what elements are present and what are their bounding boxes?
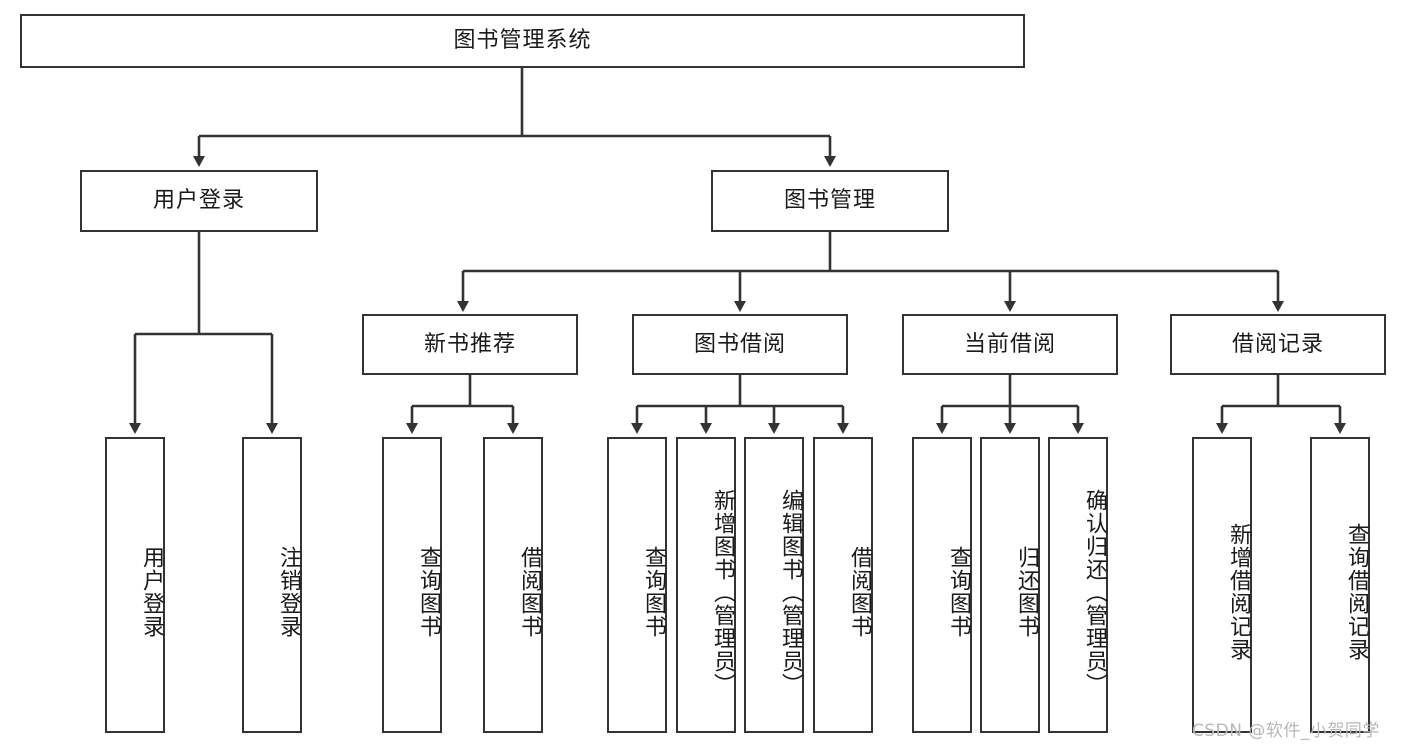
node-label: 借阅图书 [517,546,542,638]
node-book-management[interactable]: 图书管理 [711,170,949,232]
node-label: 新书推荐 [423,331,516,357]
csdn-watermark: CSDN @软件_小贺同学 [1192,721,1380,741]
node-book-management-system[interactable]: 图书管理系统 [20,14,1025,68]
node-label: 借阅图书 [847,546,872,638]
node-leaf-borrow-book-1[interactable]: 借阅图书 [483,437,543,733]
node-label: 查询图书 [416,546,441,638]
node-leaf-confirm-return[interactable]: 确认归还（管理员） [1048,437,1108,733]
node-label: 查询图书 [641,546,666,638]
node-label: 新增借阅记录 [1226,523,1251,661]
node-book-borrow[interactable]: 图书借阅 [632,314,848,375]
node-label: 确认归还（管理员） [1082,488,1107,696]
node-label: 借阅记录 [1231,331,1324,357]
node-label: 图书管理 [783,188,876,213]
node-label: 当前借阅 [963,331,1056,357]
node-new-book-recommend[interactable]: 新书推荐 [362,314,578,375]
node-leaf-add-record[interactable]: 新增借阅记录 [1192,437,1252,733]
node-label: 查询图书 [946,546,971,638]
node-label: 编辑图书（管理员） [778,488,803,696]
node-leaf-logout-login[interactable]: 注销登录 [242,437,302,733]
node-leaf-borrow-book-2[interactable]: 借阅图书 [813,437,873,733]
node-leaf-query-book-3[interactable]: 查询图书 [912,437,972,733]
node-label: 图书管理系统 [453,28,592,53]
node-label: 新增图书（管理员） [710,488,735,696]
node-label: 用户登录 [152,188,245,213]
node-user-login[interactable]: 用户登录 [80,170,318,232]
node-label: 用户登录 [139,546,164,638]
node-borrow-record[interactable]: 借阅记录 [1170,314,1386,375]
node-leaf-return-book[interactable]: 归还图书 [980,437,1040,733]
node-leaf-add-book[interactable]: 新增图书（管理员） [676,437,736,733]
node-label: 注销登录 [276,546,301,638]
node-leaf-query-book-2[interactable]: 查询图书 [607,437,667,733]
node-leaf-query-book-1[interactable]: 查询图书 [382,437,442,733]
node-leaf-user-login[interactable]: 用户登录 [105,437,165,733]
node-label: 查询借阅记录 [1344,523,1369,661]
node-leaf-query-record[interactable]: 查询借阅记录 [1310,437,1370,733]
node-label: 归还图书 [1014,546,1039,638]
node-leaf-edit-book[interactable]: 编辑图书（管理员） [744,437,804,733]
node-current-borrow[interactable]: 当前借阅 [902,314,1118,375]
node-label: 图书借阅 [693,331,786,357]
